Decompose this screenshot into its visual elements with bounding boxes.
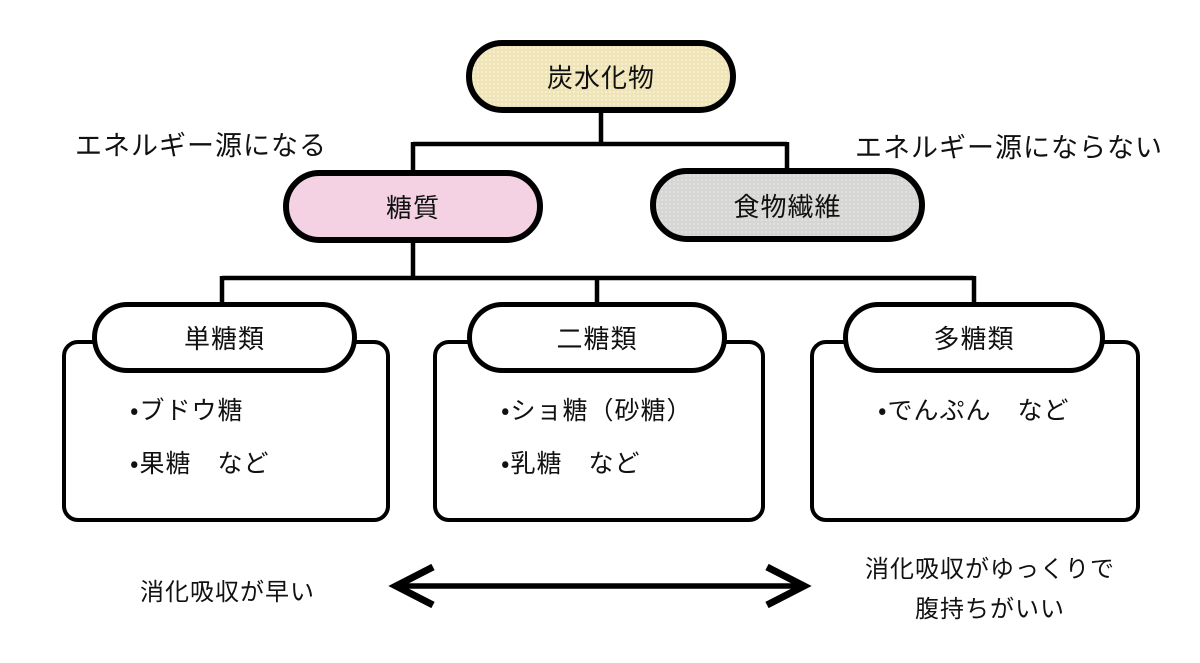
node-disaccharides: 二糖類: [467, 302, 727, 373]
caption-slow-absorption-line2: 腹持ちがいい: [915, 596, 1065, 623]
caption-slow-absorption-line1: 消化吸収がゆっくりで: [865, 556, 1115, 583]
node-polysaccharides-label: 多糖類: [933, 324, 1015, 354]
list-item: ・ブドウ糖: [130, 397, 244, 425]
double-headed-arrow: [388, 563, 812, 609]
list-item: ・果糖 など: [130, 450, 270, 478]
node-disaccharides-label: 二糖類: [556, 324, 638, 354]
tree-connector-bottom: [219, 240, 977, 308]
tree-connector-top: [410, 110, 790, 176]
label-energy-source-no: エネルギー源にならない: [855, 133, 1163, 163]
caption-fast-absorption: 消化吸収が早い: [140, 579, 315, 606]
list-item: ・でんぷん など: [878, 397, 1070, 425]
node-polysaccharides: 多糖類: [843, 302, 1105, 373]
node-dietary-fiber-label: 食物繊維: [733, 191, 842, 222]
node-dietary-fiber: 食物繊維: [650, 168, 925, 242]
node-monosaccharides-label: 単糖類: [183, 324, 265, 354]
node-sugar-label: 糖質: [385, 193, 440, 223]
list-item: ・乳糖 など: [501, 450, 641, 478]
node-sugar: 糖質: [283, 170, 543, 243]
node-monosaccharides: 単糖類: [92, 302, 357, 373]
caption-slow-absorption: 消化吸収がゆっくりで 腹持ちがいい: [828, 550, 1152, 630]
node-carbohydrate-label: 炭水化物: [546, 63, 655, 93]
label-energy-source-yes: エネルギー源になる: [75, 131, 327, 161]
list-item: ・ショ糖（砂糖）: [501, 397, 693, 425]
node-carbohydrate: 炭水化物: [466, 40, 736, 113]
